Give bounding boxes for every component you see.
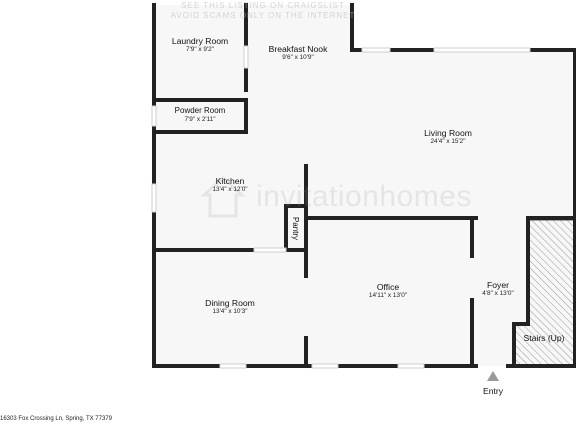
property-address: 16303 Fox Crossing Ln, Spring, TX 77379 xyxy=(0,416,112,422)
room-dims: 13'4" x 10'3" xyxy=(212,308,248,315)
room-dims: 4'8" x 13'0" xyxy=(482,290,514,297)
room-dims: 7'9" x 2'11" xyxy=(184,116,216,123)
disclaimer-line-1: SEE THIS LISTING ON CRAIGSLIST xyxy=(181,1,345,10)
room-dims: 24'4" x 15'2" xyxy=(430,138,466,145)
room-pantry: Pantry xyxy=(288,210,304,246)
entry-label: Entry xyxy=(482,386,504,396)
room-name: Dining Room xyxy=(205,298,255,308)
room-kitchen: Kitchen 13'4" x 12'0" xyxy=(212,176,247,194)
disclaimer-line-2: AVOID SCAMS ONLY ON THE INTERNET xyxy=(170,11,356,20)
room-name: Breakfast Nook xyxy=(268,44,328,54)
room-name: Foyer xyxy=(487,280,509,290)
room-foyer: Foyer 4'8" x 13'0" xyxy=(482,280,514,298)
floor-area xyxy=(154,5,575,366)
house-logo-icon xyxy=(200,175,246,218)
entry-arrow-icon xyxy=(487,371,499,381)
room-living-room: Living Room 24'4" x 15'2" xyxy=(424,128,472,146)
room-breakfast-nook: Breakfast Nook 9'6" x 10'9" xyxy=(269,44,328,62)
watermark-disclaimer: SEE THIS LISTING ON CRAIGSLIST AVOID SCA… xyxy=(148,1,378,21)
room-name: Stairs (Up) xyxy=(523,333,565,343)
room-name: Office xyxy=(376,282,400,292)
room-dims: 13'4" x 12'0" xyxy=(212,186,248,193)
windows xyxy=(151,45,531,369)
room-office: Office 14'11" x 13'0" xyxy=(369,282,407,300)
room-name: Pantry xyxy=(291,216,301,240)
room-dims: 9'6" x 10'9" xyxy=(282,54,314,61)
room-name: Powder Room xyxy=(174,106,226,115)
room-powder-room: Powder Room 7'9" x 2'11" xyxy=(175,106,226,124)
room-dims: 14'11" x 13'0" xyxy=(368,292,408,299)
walls xyxy=(152,3,576,368)
room-name: Living Room xyxy=(424,128,472,138)
room-dims: 7'9" x 9'2" xyxy=(186,46,214,53)
room-stairs: Stairs (Up) xyxy=(523,333,564,343)
brand-watermark: invitationhomes xyxy=(200,172,500,222)
room-name: Laundry Room xyxy=(171,36,229,46)
room-dining-room: Dining Room 13'4" x 10'3" xyxy=(205,298,255,316)
room-laundry-room: Laundry Room 7'9" x 9'2" xyxy=(172,36,228,54)
room-name: Kitchen xyxy=(215,176,245,186)
watermark-brand-text: invitationhomes xyxy=(256,180,472,213)
